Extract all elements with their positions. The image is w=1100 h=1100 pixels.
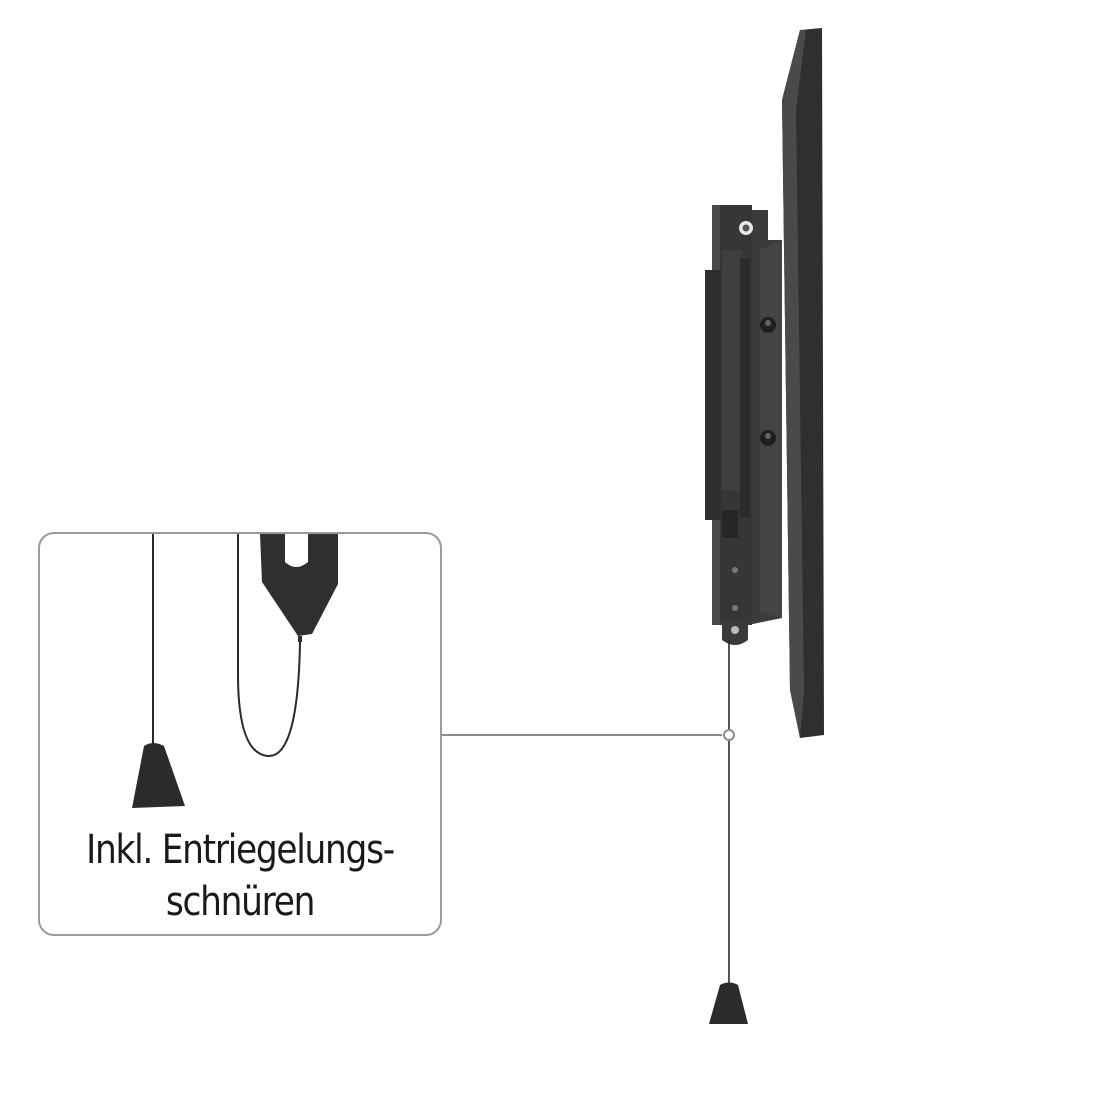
cord-weight-icon [132,743,185,808]
wall-rail [705,205,753,645]
leader-ring-icon [723,729,735,741]
callout-detail-illustration [132,534,338,808]
callout-box: Inkl. Entriegelungs- schnüren [38,532,442,936]
detail-cord-loop [237,641,301,758]
caption-line-1: Inkl. Entriegelungs- [86,827,395,873]
tv-panel [782,28,824,738]
detail-bracket-hook [260,534,338,636]
tv-bracket-plate [748,210,782,625]
caption-line-2: schnüren [165,879,316,925]
callout-caption: Inkl. Entriegelungs- schnüren [68,824,412,928]
cord-weight-icon [709,982,748,1024]
